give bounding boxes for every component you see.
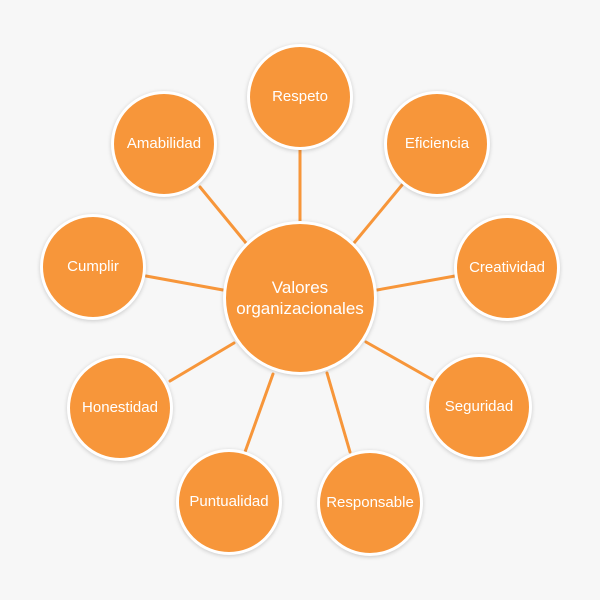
node-responsable-label: Responsable [326, 493, 414, 511]
node-seguridad: Seguridad [426, 354, 532, 460]
connector-responsable [325, 371, 352, 454]
node-creatividad: Creatividad [454, 215, 560, 321]
node-respeto: Respeto [247, 44, 353, 150]
node-cumplir-label: Cumplir [67, 257, 119, 275]
connector-amabilidad [198, 185, 248, 245]
center-node: Valores organizacionales [223, 221, 377, 375]
node-responsable: Responsable [317, 450, 423, 556]
connector-seguridad [364, 340, 435, 382]
connector-cumplir [144, 274, 225, 292]
center-label-line2: organizacionales [236, 299, 364, 318]
node-seguridad-label: Seguridad [444, 397, 514, 415]
connector-eficiencia [352, 183, 404, 245]
node-eficiencia-label: Eficiencia [404, 134, 470, 152]
node-honestidad: Honestidad [67, 355, 173, 461]
node-amabilidad: Amabilidad [111, 91, 217, 197]
node-puntualidad: Puntualidad [176, 449, 282, 555]
connector-puntualidad [243, 372, 275, 454]
node-amabilidad-label: Amabilidad [126, 134, 202, 152]
center-label-line1: Valores [271, 277, 329, 297]
node-cumplir: Cumplir [40, 214, 146, 320]
node-puntualidad-label: Puntualidad [189, 492, 269, 510]
node-creatividad-label: Creatividad [469, 258, 545, 276]
node-respeto-label: Respeto [272, 87, 328, 105]
connector-creatividad [375, 274, 457, 292]
node-eficiencia: Eficiencia [384, 91, 490, 197]
node-honestidad-label: Honestidad [82, 398, 158, 416]
connector-honestidad [168, 341, 236, 383]
